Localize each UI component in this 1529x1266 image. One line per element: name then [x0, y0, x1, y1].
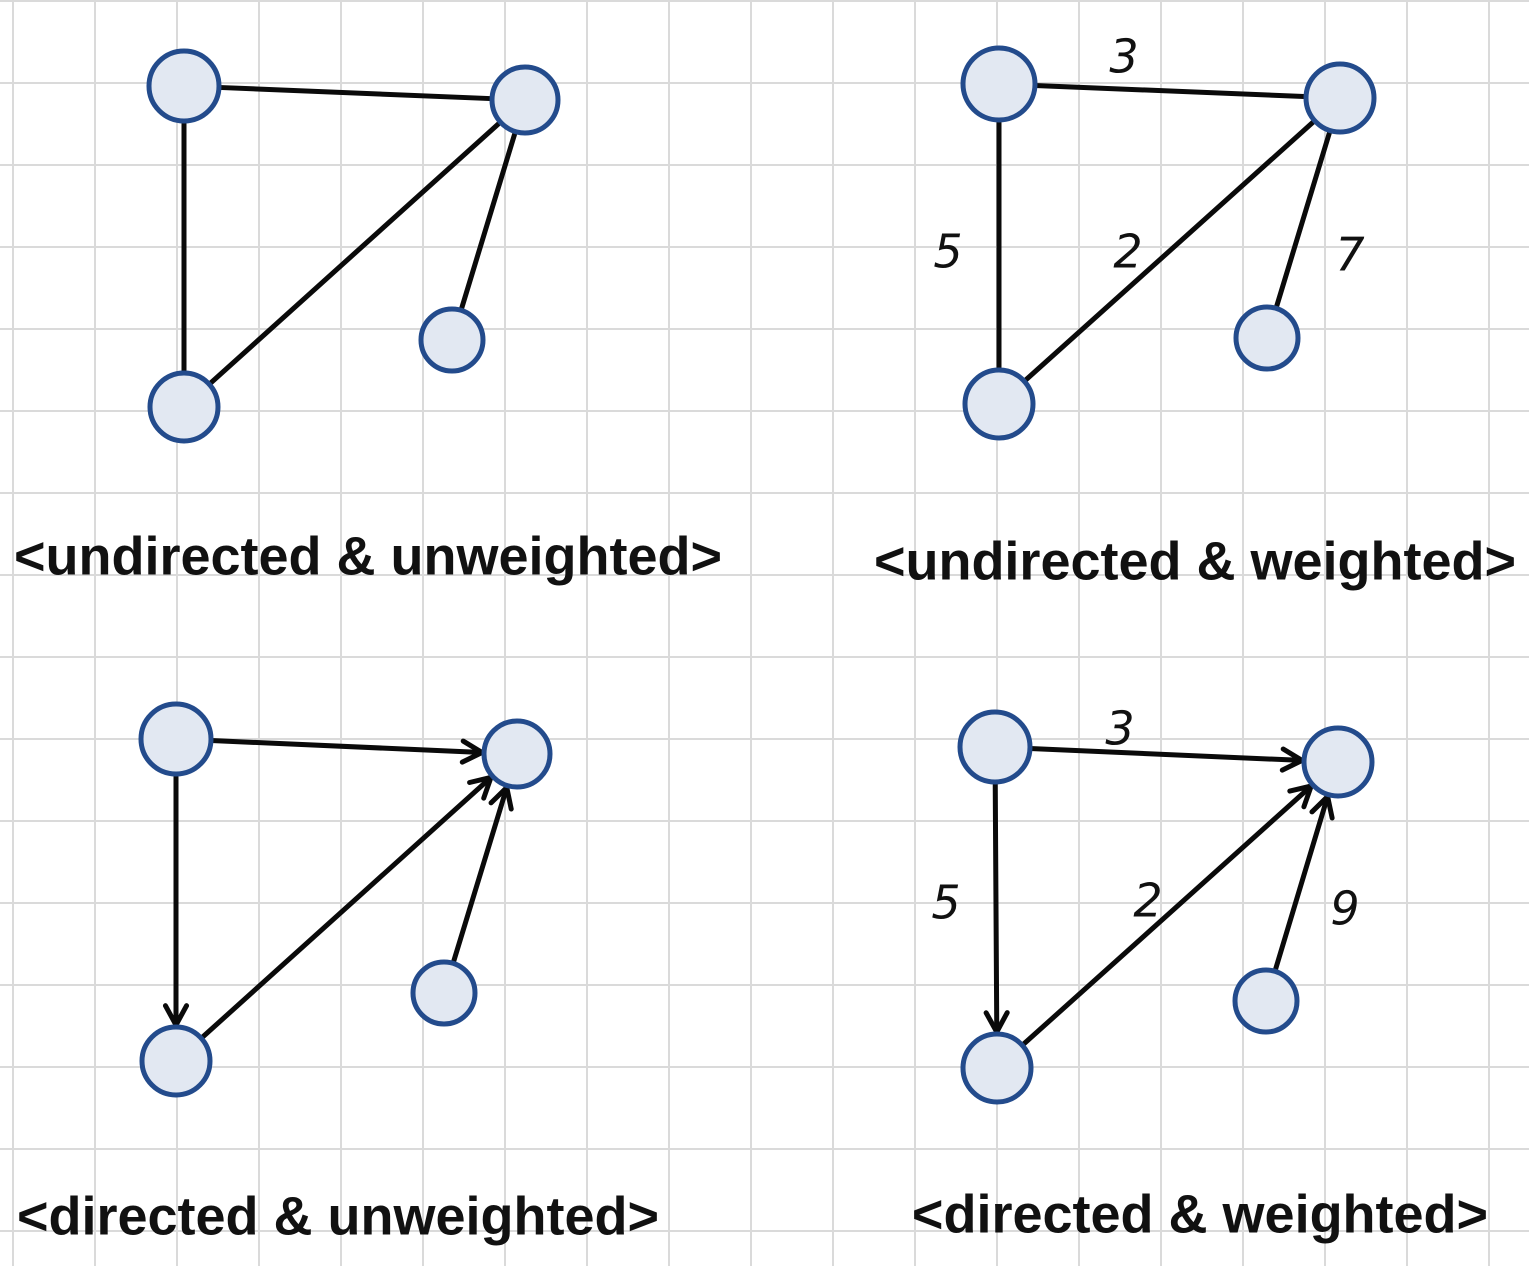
edge-C-B — [206, 120, 502, 387]
graph-panel-undirected-unweighted: <undirected & unweighted> — [14, 48, 722, 586]
edge-A-B — [1032, 82, 1307, 100]
graph-node — [147, 370, 221, 444]
graph-node — [410, 959, 478, 1027]
graph-node — [960, 1031, 1034, 1105]
graph-node — [146, 48, 222, 124]
edge-weight-label: 5 — [931, 876, 960, 930]
edge-D-B — [1272, 793, 1331, 974]
graph-node — [139, 1024, 213, 1098]
edge-A-C — [992, 779, 1000, 1035]
graph-caption: <undirected & unweighted> — [14, 526, 722, 586]
graph-caption: <undirected & weighted> — [874, 531, 1516, 591]
graph-node — [138, 701, 214, 777]
edge-D-B — [1273, 129, 1333, 311]
edge-weight-label: 3 — [1105, 702, 1134, 756]
edge-A-B — [208, 738, 485, 755]
graph-node — [1303, 61, 1377, 135]
edge-D-B — [458, 130, 518, 313]
graph-panel-directed-weighted: 3 5 2 9 <directed & weighted> — [912, 702, 1488, 1245]
edge-A-B — [216, 84, 493, 102]
graph-caption: <directed & unweighted> — [17, 1186, 659, 1246]
edge-C-B — [1021, 119, 1316, 384]
graph-panel-directed-unweighted: <directed & unweighted> — [17, 701, 659, 1246]
edge-D-B — [450, 784, 510, 966]
graph-panel-undirected-weighted: 3 5 2 7 <undirected & weighted> — [874, 30, 1516, 592]
graph-node — [962, 367, 1036, 441]
graph-node — [960, 45, 1038, 123]
edge-weight-label: 2 — [1113, 225, 1142, 279]
edge-weight-label: 3 — [1109, 30, 1138, 84]
graph-node — [481, 718, 553, 790]
edge-weight-label: 2 — [1133, 874, 1162, 928]
edge-weight-label: 7 — [1335, 228, 1364, 282]
edge-C-B — [1019, 783, 1314, 1048]
edge-C-B — [198, 774, 494, 1041]
edge-weight-label: 9 — [1330, 882, 1359, 936]
graph-node — [489, 64, 561, 136]
graph-node — [1233, 304, 1301, 372]
graph-caption: <directed & weighted> — [912, 1184, 1488, 1244]
edge-weight-label: 5 — [933, 225, 962, 279]
edge-A-B — [1027, 746, 1305, 763]
graph-node — [957, 709, 1033, 785]
graph-node — [1301, 725, 1375, 799]
graph-node — [1232, 967, 1300, 1035]
graph-node — [418, 306, 486, 374]
